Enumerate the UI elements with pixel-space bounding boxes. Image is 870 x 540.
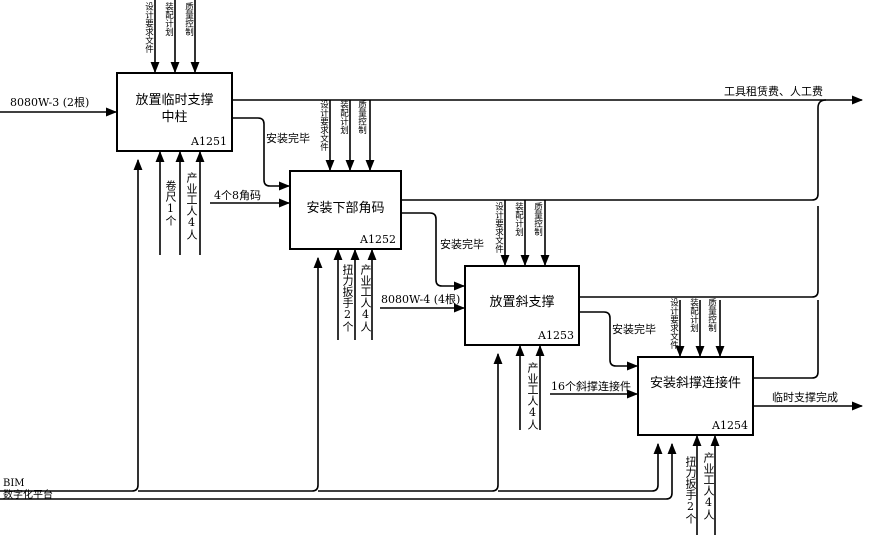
mechanism-label: 产业工人4人 [359,264,372,332]
bim-line [318,352,503,492]
activity-box-a1252: 安装下部角码 A1252 [289,170,402,250]
input-label: 4个8角码 [214,189,261,202]
control-label: 设计要求文件 [143,2,154,53]
bim-line [138,256,323,492]
mechanism-label: 扭力扳手2个 [341,264,354,332]
output-label: 工具租赁费、人工费 [724,85,823,98]
control-label: 设计要求文件 [668,298,679,349]
activity-id: A1252 [360,233,396,246]
activity-id: A1254 [712,419,748,432]
control-label: 装配计划 [163,2,174,36]
control-label: 质量控制 [356,100,367,134]
handoff-label: 安装完毕 [440,238,484,251]
mechanism-label: 产业工人4人 [702,452,715,520]
output-label: 临时支撑完成 [772,391,838,404]
input-label: 8080W-4 (4根) [381,293,461,306]
activity-box-a1253: 放置斜支撑 A1253 [464,265,580,346]
bim-line [0,158,143,492]
activity-id: A1253 [538,329,574,342]
handoff-label: 安装完毕 [612,323,656,336]
activity-box-a1254: 安装斜撑连接件 A1254 [637,356,754,436]
mechanism-label: 产业工人4人 [185,172,198,240]
activity-title: 安装下部角码 [306,201,385,216]
activity-box-a1251: 放置临时支撑 中柱 A1251 [116,72,233,152]
activity-title: 中柱 [161,110,188,125]
control-label: 设计要求文件 [493,202,504,253]
control-label: 装配计划 [338,100,349,134]
bim-line [498,442,663,492]
mechanism-label: 卷尺1个 [164,180,177,226]
control-label: 设计要求文件 [318,100,329,151]
handoff-label: 安装完毕 [266,132,310,145]
handoff-arrow [580,311,639,371]
control-label: 质量控制 [532,202,543,236]
control-label: 装配计划 [513,202,524,236]
mechanism-label: 产业工人4人 [526,362,539,430]
control-label: 质量控制 [183,2,194,36]
activity-id: A1251 [191,135,227,148]
activity-title: 放置临时支撑 [135,93,214,108]
control-label: 装配计划 [688,298,699,332]
bim-label: BIM [3,478,25,489]
control-label: 质量控制 [706,298,717,332]
input-label: 16个斜撑连接件 [551,380,631,393]
cost-feeder [402,99,827,201]
input-label: 8080W-3 (2根) [10,96,90,109]
bim-label: 数字化平台 [3,490,53,501]
bim-line [0,442,677,500]
handoff-arrow [402,212,466,291]
cost-feeder [754,300,819,379]
handoff-arrow [233,117,291,191]
mechanism-label: 扭力扳手2个 [684,456,697,524]
activity-title: 安装斜撑连接件 [649,376,741,391]
activity-title: 放置斜支撑 [489,295,555,310]
cost-feeder [580,206,819,298]
